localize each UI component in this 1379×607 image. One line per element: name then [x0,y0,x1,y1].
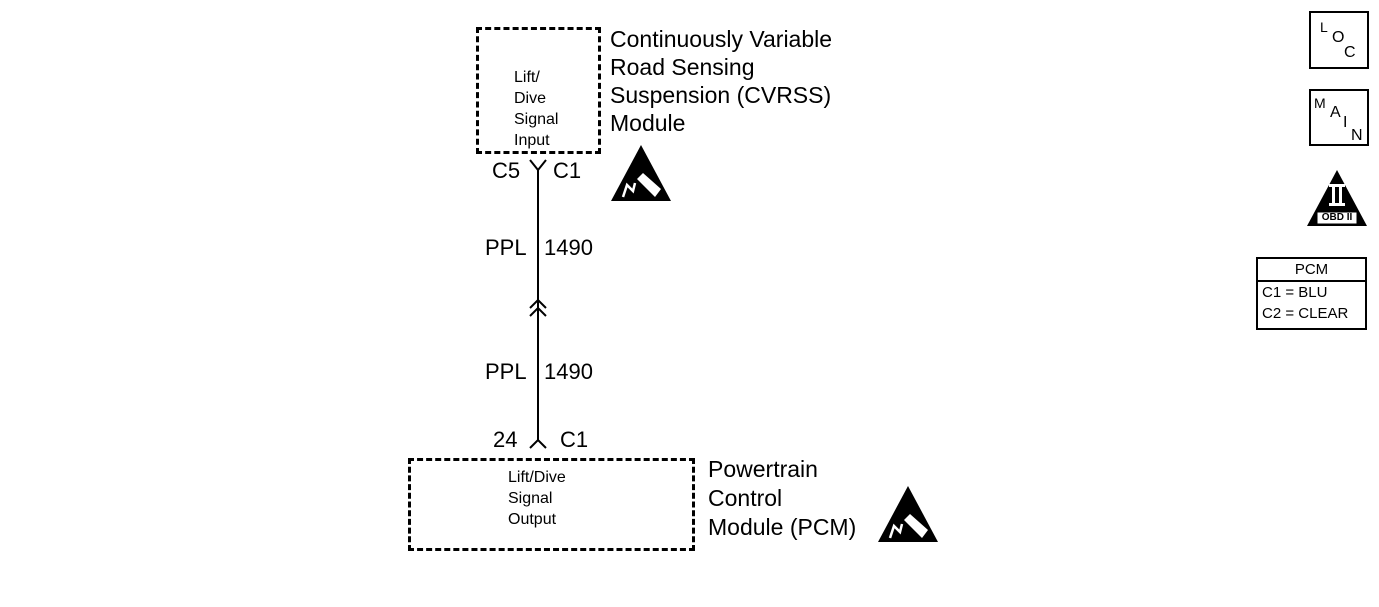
loc-letter: O [1332,29,1345,46]
module-title-line: Powertrain [708,456,818,482]
pin-label-line: Lift/Dive [508,469,566,486]
cvrss-pin-label: Lift/ Dive Signal Input [514,67,558,151]
wire-color-label: PPL [485,359,527,384]
loc-letter: L [1320,19,1328,35]
module-title-line: Control [708,485,783,511]
module-title-line: Module [610,110,686,136]
main-letter: M [1314,95,1326,111]
cvrss-pin-number: C5 [492,158,521,183]
pin-label-line: Dive [514,90,547,107]
module-title-line: Continuously Variable [610,26,833,52]
loc-icon[interactable]: L O C [1309,11,1369,69]
legend-row: C2 = CLEAR [1262,305,1349,322]
pcm-connector-id: C1 [560,427,589,452]
main-letter: A [1330,104,1341,121]
cvrss-connector-id: C1 [553,158,582,183]
pcm-pin-number: 24 [493,427,518,452]
loc-letter: C [1344,44,1356,61]
legend-row: C1 = BLU [1262,284,1328,301]
esd-warning-icon [611,145,671,201]
pin-label-line: Lift/ [514,69,540,86]
cvrss-module-box[interactable]: Lift/ Dive Signal Input [476,27,601,154]
esd-warning-icon [878,486,938,542]
pin-label-line: Signal [514,111,559,128]
obd-ii-label: OBD II [1321,212,1353,223]
cvrss-connector-symbol [529,159,547,171]
pcm-pin-label: Lift/Dive Signal Output [508,467,566,530]
module-title-line: Module (PCM) [708,514,857,540]
main-icon[interactable]: M A I N [1309,89,1369,146]
obd-ii-icon[interactable] [1307,170,1367,226]
circuit-number-label: 1490 [544,359,593,384]
cvrss-module-title: Continuously Variable Road Sensing Suspe… [610,25,832,137]
module-title-line: Suspension (CVRSS) [610,82,832,108]
module-title-line: Road Sensing [610,54,755,80]
wire-color-label: PPL [485,235,527,260]
pcm-module-box[interactable]: Lift/Dive Signal Output [408,458,695,551]
connector-color-legend: PCM C1 = BLU C2 = CLEAR [1256,257,1367,330]
inline-connector-symbol [529,298,547,317]
legend-title: PCM [1258,259,1365,282]
pin-label-line: Input [514,132,550,149]
main-letter: N [1351,127,1363,144]
circuit-number-label: 1490 [544,235,593,260]
pcm-connector-symbol [529,438,547,449]
main-letter: I [1343,114,1348,131]
pcm-module-title: Powertrain Control Module (PCM) [708,455,856,542]
pin-label-line: Signal [508,490,553,507]
pin-label-line: Output [508,511,557,528]
